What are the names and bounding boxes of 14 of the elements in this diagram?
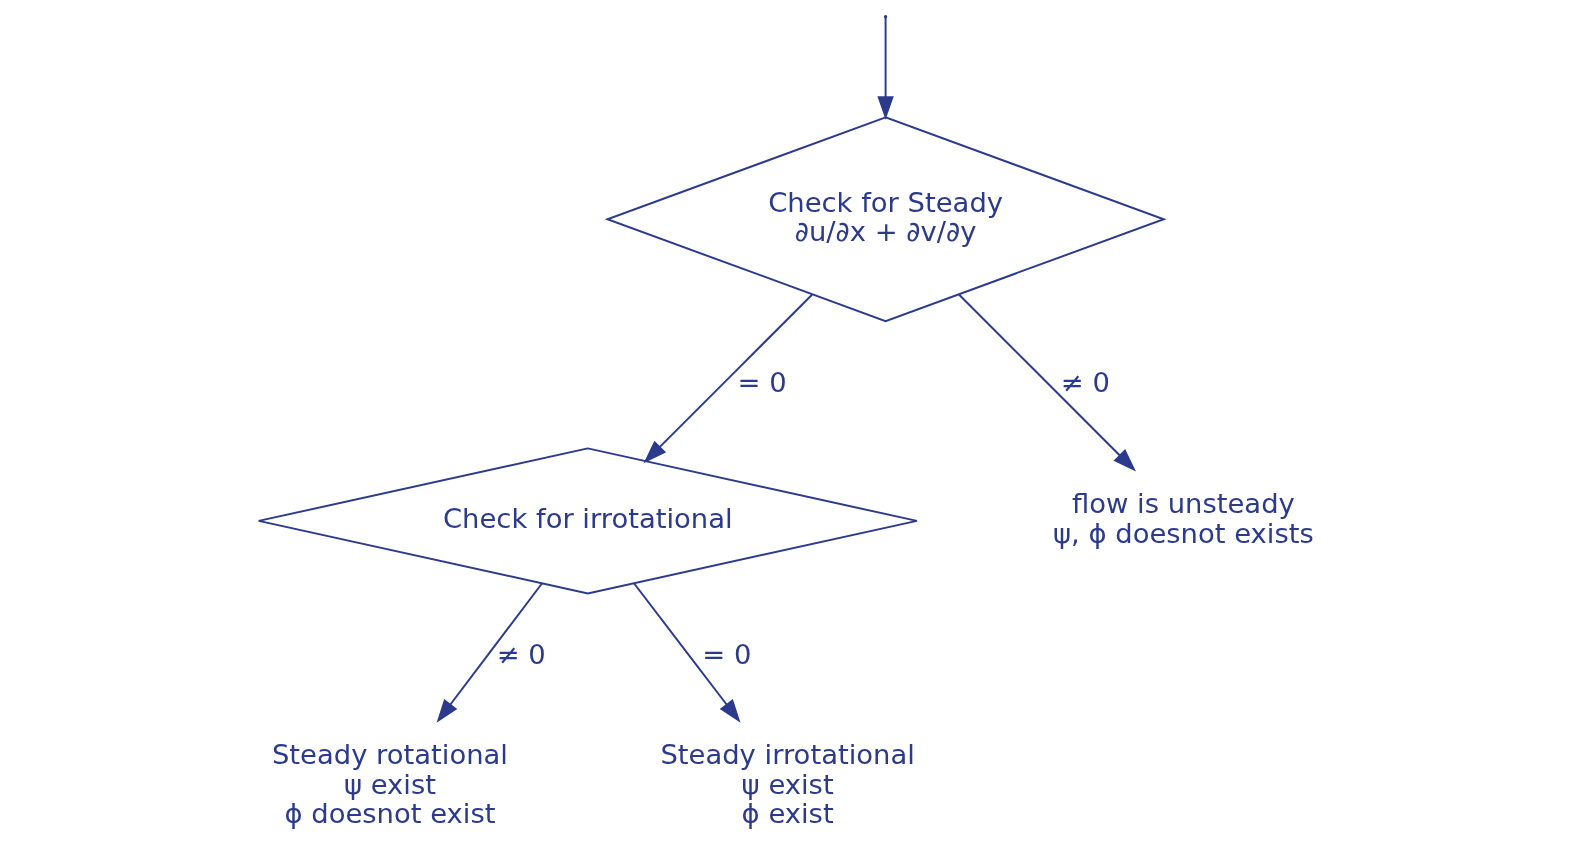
edge-label: = 0 [737, 367, 787, 398]
edge-label: ≠ 0 [496, 639, 546, 671]
node-text: Steady rotational ψ exist ϕ doesnot exist [271, 739, 508, 829]
arrow [876, 16, 894, 120]
arrow [632, 582, 741, 723]
node-diamond: Check for irrotational [257, 447, 918, 595]
arrow [957, 293, 1136, 472]
arrow [643, 293, 813, 464]
edge-label: ≠ 0 [1060, 367, 1110, 398]
edge-label: = 0 [701, 639, 751, 671]
node-diamond: Check for Steady ∂u/∂x + ∂v/∂y [604, 116, 1167, 323]
node-text: flow is unsteady ψ, ϕ doesnot exists [1052, 488, 1314, 549]
node-text: Steady irrotational ψ exist ϕ exist [659, 739, 915, 829]
arrow [436, 582, 543, 723]
